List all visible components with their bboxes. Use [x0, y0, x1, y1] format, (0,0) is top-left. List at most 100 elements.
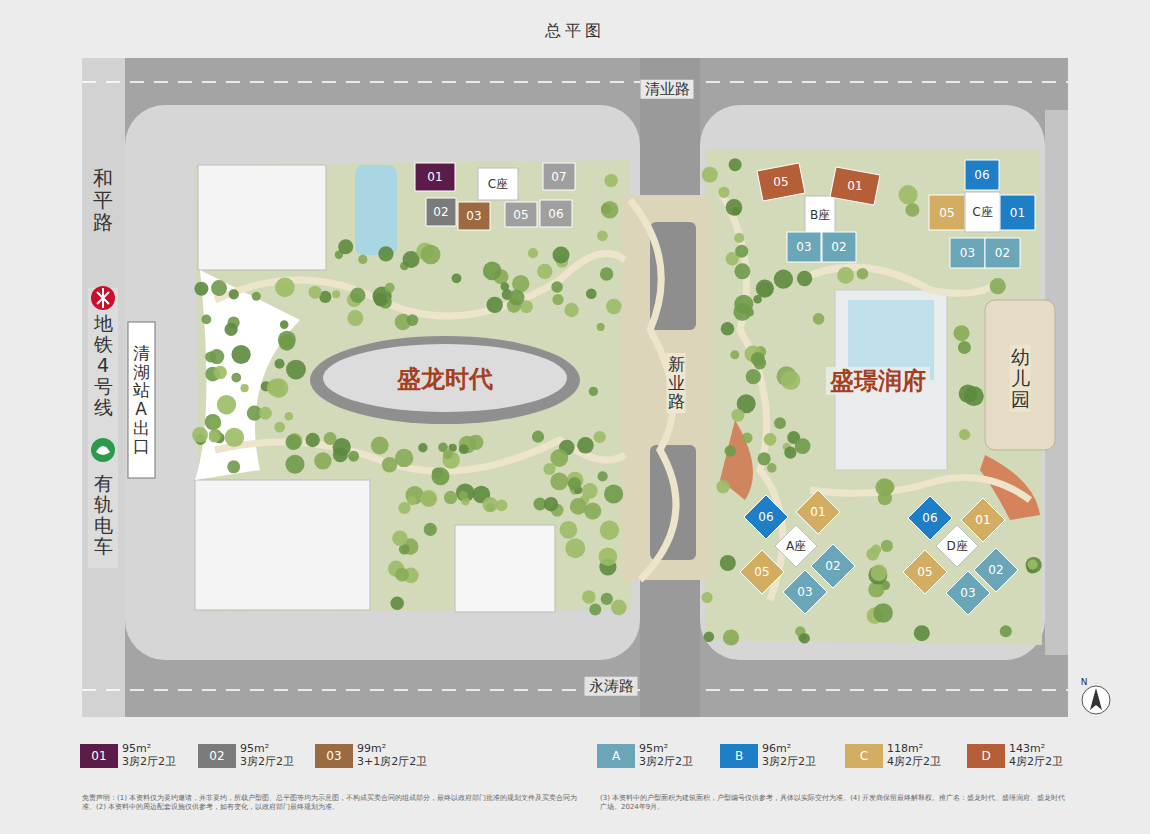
- map-path: [810, 478, 1030, 501]
- map-circle: [483, 497, 498, 512]
- map-circle: [702, 167, 718, 183]
- map-circle: [421, 245, 441, 265]
- unit-outline: [811, 544, 855, 588]
- unit-block: 05: [740, 550, 784, 594]
- map-circle: [560, 521, 578, 539]
- map-circle: [599, 547, 618, 566]
- unit-number: 06: [758, 511, 773, 523]
- map-path: [720, 190, 783, 600]
- map-rect: [195, 480, 370, 610]
- unit-block: B座: [805, 196, 835, 234]
- map-circle: [954, 325, 970, 341]
- map-circle: [594, 431, 606, 443]
- map-circle: [718, 187, 729, 198]
- map-circle: [702, 592, 713, 603]
- unit-block: 03: [946, 571, 990, 615]
- map-circle: [378, 246, 393, 261]
- map-circle: [723, 629, 739, 645]
- map-circle: [914, 625, 930, 641]
- unit-number: 05: [754, 566, 769, 578]
- map-circle: [871, 545, 881, 555]
- map-circle: [382, 457, 397, 472]
- unit-outline: [822, 232, 856, 262]
- legend-swatch: 02: [198, 744, 236, 768]
- unit-block: 05: [505, 202, 537, 227]
- map-circle: [205, 414, 221, 430]
- map-rect: [128, 322, 155, 478]
- map-label: 盛龙时代: [397, 366, 493, 392]
- map-circle: [432, 468, 443, 479]
- map-circle: [797, 271, 812, 286]
- legend-code: 01: [91, 749, 106, 763]
- legend-swatch: A: [597, 744, 635, 768]
- map-circle: [227, 460, 240, 473]
- map-circle: [509, 290, 525, 306]
- map-circle: [338, 239, 353, 254]
- map-circle: [275, 359, 285, 369]
- unit-number: 01: [427, 171, 442, 183]
- map-circle: [734, 263, 750, 279]
- unit-outline: [783, 570, 827, 614]
- map-circle: [501, 282, 510, 291]
- map-circle: [582, 590, 596, 604]
- legend-text: 95m² 3房2厅2卫: [240, 742, 312, 768]
- map-rect: [82, 58, 1068, 717]
- legend-text: 118m² 4房2厅2卫: [887, 742, 959, 768]
- map-circle: [873, 603, 893, 623]
- unit-block: 03: [783, 570, 827, 614]
- map-circle: [704, 632, 714, 642]
- map-circle: [597, 323, 605, 331]
- map-circle: [259, 407, 272, 420]
- map-circle: [459, 444, 469, 454]
- map-circle: [456, 483, 475, 502]
- legend-code: 02: [209, 749, 224, 763]
- map-circle: [217, 395, 236, 414]
- map-circle: [564, 303, 578, 317]
- unit-outline: [426, 198, 456, 226]
- unit-block: 05: [757, 163, 805, 201]
- unit-number: 07: [551, 171, 566, 183]
- map-circle: [385, 283, 395, 293]
- unit-block: D座: [936, 525, 978, 567]
- map-circle: [528, 248, 538, 258]
- unit-number: C座: [972, 206, 992, 218]
- map-circle: [512, 275, 529, 292]
- map-circle: [746, 369, 761, 384]
- map-circle: [324, 432, 337, 445]
- unit-block: 05: [929, 195, 965, 230]
- unit-number: 01: [1010, 207, 1025, 219]
- unit-number: 05: [773, 176, 788, 188]
- unit-outline: [757, 163, 805, 201]
- legend-swatch: 01: [80, 744, 118, 768]
- map-circle: [586, 288, 597, 299]
- legend-text: 143m² 4房2厅2卫: [1009, 742, 1081, 768]
- map-circle: [725, 445, 736, 456]
- unit-block: 01: [796, 490, 840, 534]
- map-circle: [444, 491, 457, 504]
- map-circle: [577, 437, 594, 454]
- map-circle: [730, 350, 739, 359]
- map-circle: [589, 387, 598, 396]
- map-circle: [202, 315, 212, 325]
- map-circle: [211, 280, 227, 296]
- unit-number: 03: [797, 586, 812, 598]
- unit-block: A座: [775, 525, 817, 567]
- map-circle: [758, 452, 771, 465]
- map-circle: [225, 323, 238, 336]
- legend-code: D: [981, 749, 990, 763]
- map-circle: [205, 351, 216, 362]
- map-circle: [543, 463, 555, 475]
- map-circle: [392, 531, 407, 546]
- unit-number: 06: [548, 208, 563, 220]
- map-circle: [483, 262, 502, 281]
- map-circle: [871, 565, 888, 582]
- map-circle: [286, 455, 305, 474]
- map-circle: [209, 429, 222, 442]
- map-circle: [398, 502, 410, 514]
- legend-swatch: C: [845, 744, 883, 768]
- unit-number: 01: [847, 180, 862, 192]
- map-circle: [358, 255, 367, 264]
- map-circle: [729, 158, 742, 171]
- map-title: 总平图: [545, 22, 605, 40]
- map-label: 新业路: [667, 353, 686, 413]
